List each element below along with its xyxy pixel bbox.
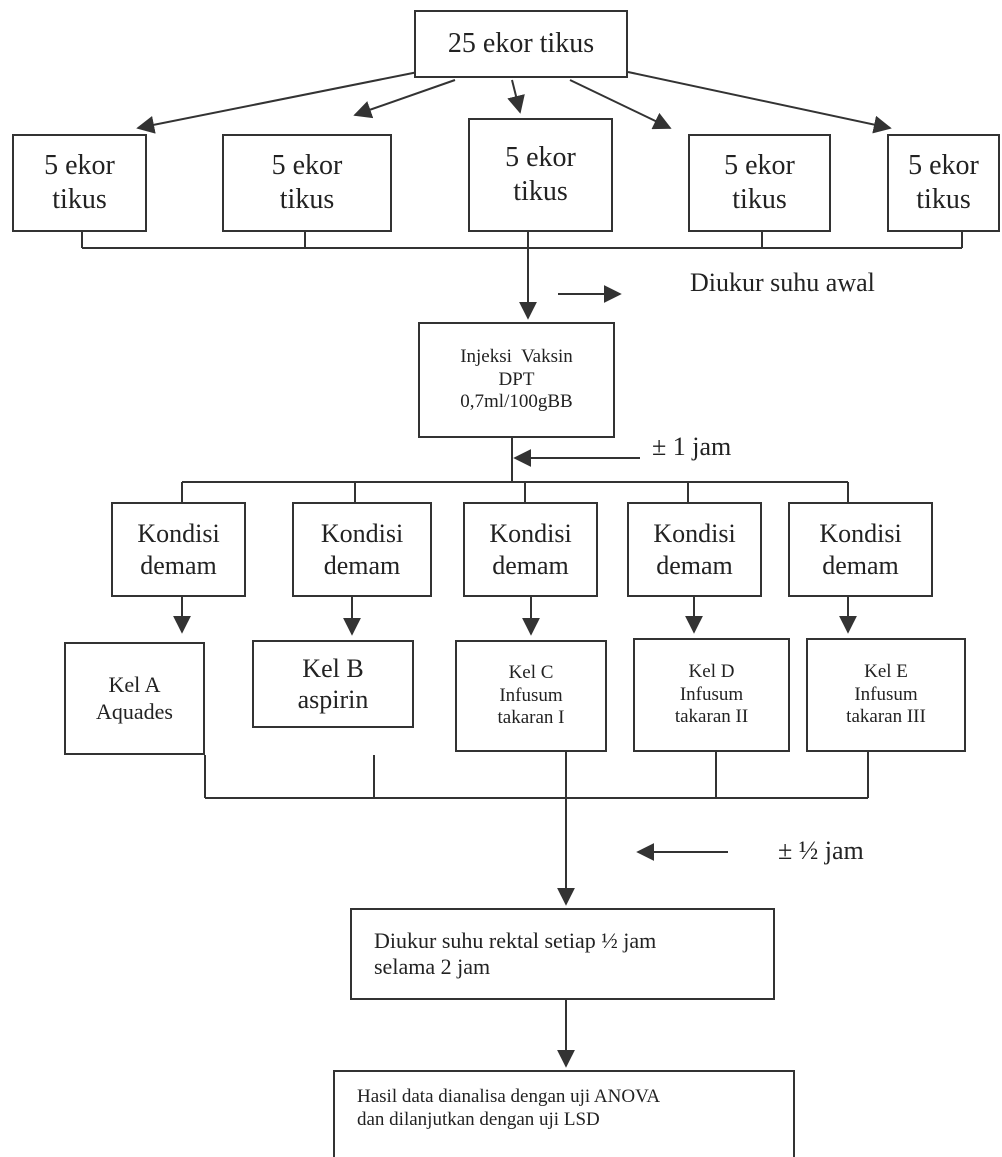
fever-box-1: Kondisi demam [111, 502, 246, 597]
group-unit: tikus [513, 176, 568, 207]
arrow-to-group-4 [569, 79, 672, 130]
treatment-dose: takaran III [846, 706, 926, 728]
group-count: 5 ekor [908, 150, 979, 182]
injection-line-2: DPT [498, 368, 535, 390]
group-unit: tikus [732, 184, 787, 215]
treatment-group: Kel A [108, 672, 161, 698]
group-count: 5 ekor [505, 142, 576, 174]
treatment-group: Kel B [302, 653, 364, 683]
fever-state: demam [822, 550, 899, 580]
injection-line-3: 0,7ml/100gBB [460, 391, 573, 413]
wait-2-label: ± ½ jam [778, 836, 864, 865]
arrow-to-group-1 [136, 71, 419, 134]
treatment-box-c: Kel C Infusum takaran I [455, 640, 607, 752]
fever-state: demam [140, 550, 217, 580]
group-box-5: 5 ekor tikus [887, 134, 1000, 232]
group-box-2: 5 ekor tikus [222, 134, 392, 232]
fever-box-4: Kondisi demam [627, 502, 762, 597]
injection-line-1: Injeksi Vaksin [460, 345, 573, 367]
group-box-4: 5 ekor tikus [688, 134, 831, 232]
injection-box: Injeksi Vaksin DPT 0,7ml/100gBB [418, 322, 615, 438]
fever-label: Kondisi [819, 519, 902, 549]
treatment-dose: takaran I [497, 707, 565, 729]
measurement-line-2: selama 2 jam [374, 954, 491, 979]
source-node-text: 25 ekor tikus [447, 28, 595, 60]
arrow-to-group-2 [353, 79, 456, 119]
group-box-1: 5 ekor tikus [12, 134, 147, 232]
fever-label: Kondisi [653, 519, 736, 549]
wait-1-label: ± 1 jam [652, 432, 732, 461]
fever-box-3: Kondisi demam [463, 502, 598, 597]
arrow-to-group-5 [627, 71, 892, 134]
treatment-box-d: Kel D Infusum takaran II [633, 638, 790, 752]
fever-label: Kondisi [489, 519, 572, 549]
treatment-dose: takaran II [674, 706, 749, 728]
treatment-substance: Infusum [679, 683, 744, 705]
analysis-line-1: Hasil data dianalisa dengan uji ANOVA [357, 1086, 661, 1107]
treatment-substance: aspirin [297, 685, 369, 714]
treatment-group: Kel D [688, 660, 735, 682]
fever-label: Kondisi [137, 519, 220, 549]
measurement-line-1: Diukur suhu rektal setiap ½ jam [374, 927, 657, 953]
treatment-box-a: Kel A Aquades [64, 642, 205, 755]
treatment-substance: Infusum [499, 684, 563, 706]
treatment-group: Kel C [508, 661, 554, 683]
initial-temp-label: Diukur suhu awal [690, 268, 875, 297]
fever-label: Kondisi [320, 519, 404, 549]
measurement-box: Diukur suhu rektal setiap ½ jam selama 2… [350, 908, 775, 1000]
group-unit: tikus [52, 184, 107, 215]
treatment-substance: Aquades [96, 698, 173, 724]
source-node: 25 ekor tikus [414, 10, 628, 78]
fever-state: demam [323, 550, 401, 580]
group-unit: tikus [916, 184, 971, 215]
treatment-box-b: Kel B aspirin [252, 640, 414, 728]
group-unit: tikus [279, 184, 335, 215]
fever-box-2: Kondisi demam [292, 502, 432, 597]
treatment-group: Kel E [864, 660, 908, 682]
group-count: 5 ekor [724, 150, 795, 182]
treatment-box-e: Kel E Infusum takaran III [806, 638, 966, 752]
analysis-box: Hasil data dianalisa dengan uji ANOVA da… [333, 1070, 795, 1157]
fever-box-5: Kondisi demam [788, 502, 933, 597]
group-count: 5 ekor [44, 150, 115, 182]
arrow-to-group-3 [507, 79, 525, 114]
fever-state: demam [656, 550, 733, 580]
group-box-3: 5 ekor tikus [468, 118, 613, 232]
treatment-substance: Infusum [854, 683, 918, 705]
group-count: 5 ekor [271, 150, 343, 182]
analysis-line-2: dan dilanjutkan dengan uji LSD [357, 1108, 600, 1130]
fever-state: demam [492, 550, 569, 580]
